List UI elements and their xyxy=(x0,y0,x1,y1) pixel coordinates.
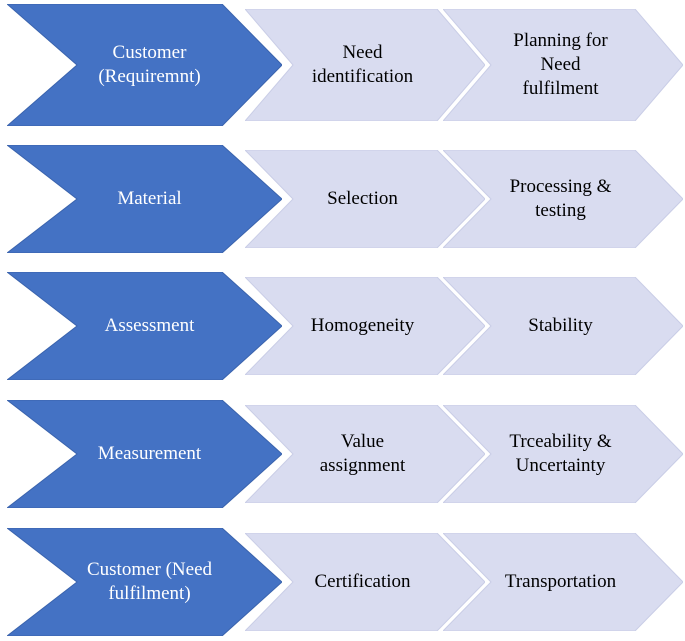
row-1-step-2-label: Planning for Need fulfilment xyxy=(513,30,608,99)
chevron-shape xyxy=(443,533,683,631)
row-5-stage-label: Customer (Need fulfilment) xyxy=(86,559,213,604)
chevron-shape xyxy=(245,9,485,121)
chevron-shape xyxy=(7,272,282,380)
row-5-stage-chevron: Customer (Need fulfilment) xyxy=(7,528,282,636)
chevron-shape xyxy=(245,277,485,375)
row-2-stage-chevron: Material xyxy=(7,145,282,253)
row-3-step-2-chevron: Stability xyxy=(443,277,683,375)
chevron-shape xyxy=(7,528,282,636)
row-2-step-1-chevron: Selection xyxy=(245,150,485,248)
row-5-step-2-label: Transportation xyxy=(504,571,617,592)
row-3-step-2-label: Stability xyxy=(528,315,593,336)
chevron-shape xyxy=(245,150,485,248)
row-5-step-1-label: Certification xyxy=(314,571,411,592)
row-2-step-1-label: Selection xyxy=(327,188,398,209)
row-1-step-2-chevron: Planning for Need fulfilment xyxy=(443,9,683,121)
row-1-step-1-label: Need identification xyxy=(311,42,414,87)
row-3-step-1-chevron: Homogeneity xyxy=(245,277,485,375)
chevron-shape xyxy=(7,145,282,253)
row-1-stage-label: Customer (Requiremnt) xyxy=(98,42,201,87)
row-3-stage-chevron: Assessment xyxy=(7,272,282,380)
chevron-shape xyxy=(245,405,485,503)
row-3-stage-label: Assessment xyxy=(104,315,195,336)
chevron-shape xyxy=(443,405,683,503)
row-4-step-2-chevron: Trceability & Uncertainty xyxy=(443,405,683,503)
chevron-shape xyxy=(443,277,683,375)
chevron-shape xyxy=(7,4,282,126)
row-2-stage-label: Material xyxy=(117,188,182,209)
row-5-step-2-chevron: Transportation xyxy=(443,533,683,631)
row-4-step-1-chevron: Value assignment xyxy=(245,405,485,503)
row-3-step-1-label: Homogeneity xyxy=(310,315,415,336)
row-4-step-2-label: Trceability & Uncertainty xyxy=(509,431,612,476)
row-4-stage-label: Measurement xyxy=(97,443,202,464)
chevron-shape xyxy=(443,150,683,248)
row-1-step-1-chevron: Need identification xyxy=(245,9,485,121)
row-4-step-1-label: Value assignment xyxy=(319,431,406,476)
row-4-stage-chevron: Measurement xyxy=(7,400,282,508)
chevron-shape xyxy=(245,533,485,631)
row-5-step-1-chevron: Certification xyxy=(245,533,485,631)
chevron-shape xyxy=(7,400,282,508)
row-2-step-2-chevron: Processing & testing xyxy=(443,150,683,248)
row-1-stage-chevron: Customer (Requiremnt) xyxy=(7,4,282,126)
row-2-step-2-label: Processing & testing xyxy=(509,176,612,221)
chevron-shape xyxy=(443,9,683,121)
